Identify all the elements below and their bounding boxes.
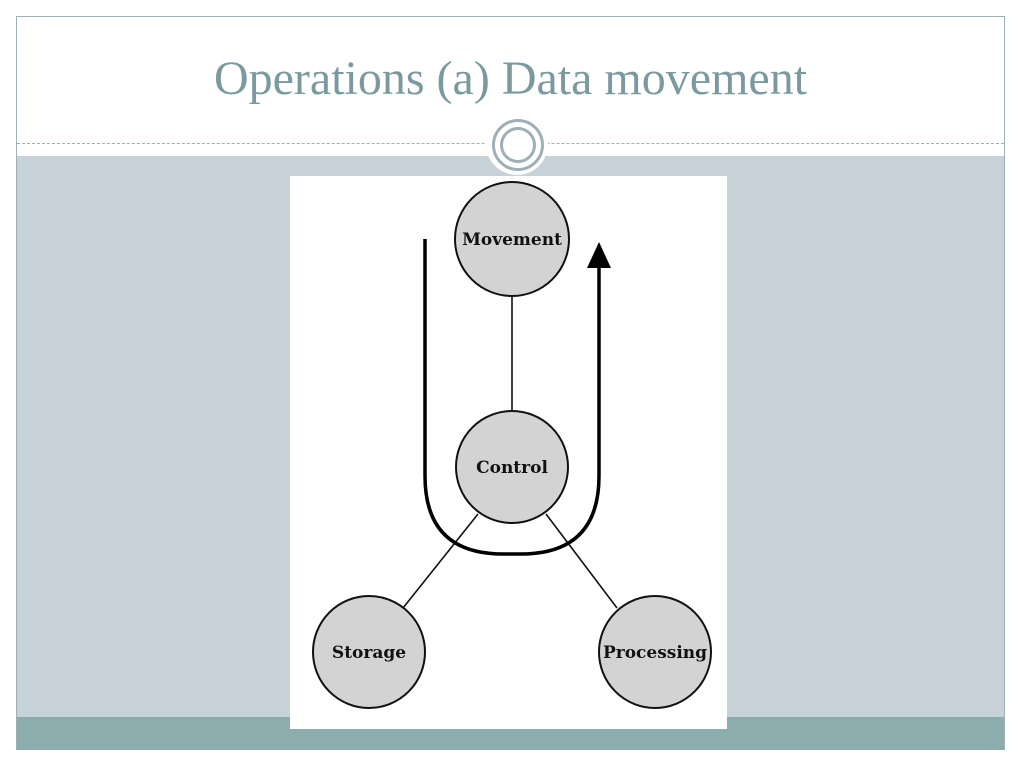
data-movement-diagram: Movement Control Storage Processing: [312, 181, 712, 709]
flow-arrowhead-icon: [587, 242, 611, 268]
node-processing-label: Processing: [603, 643, 707, 663]
slide: Operations (a) Data movement Movement Co…: [16, 16, 1005, 750]
ornament-inner-ring: [500, 127, 536, 163]
node-control: Control: [455, 410, 569, 524]
title-area: Operations (a) Data movement: [17, 17, 1004, 142]
slide-title: Operations (a) Data movement: [213, 52, 808, 105]
node-control-circle: [455, 410, 569, 524]
node-processing-circle: [598, 595, 712, 709]
node-movement: Movement: [454, 181, 570, 297]
node-control-label: Control: [476, 458, 548, 478]
node-storage: Storage: [312, 595, 426, 709]
node-storage-circle: [312, 595, 426, 709]
node-storage-label: Storage: [332, 643, 406, 663]
divider-ornament: [486, 113, 548, 175]
control-storage-link: [402, 513, 479, 609]
diagram-panel: Movement Control Storage Processing: [290, 176, 727, 729]
node-processing: Processing: [598, 595, 712, 709]
control-processing-link: [545, 513, 618, 609]
node-movement-label: Movement: [462, 230, 562, 250]
node-movement-circle: [454, 181, 570, 297]
data-flow-path: [423, 239, 601, 556]
ornament-ring: [492, 119, 544, 171]
